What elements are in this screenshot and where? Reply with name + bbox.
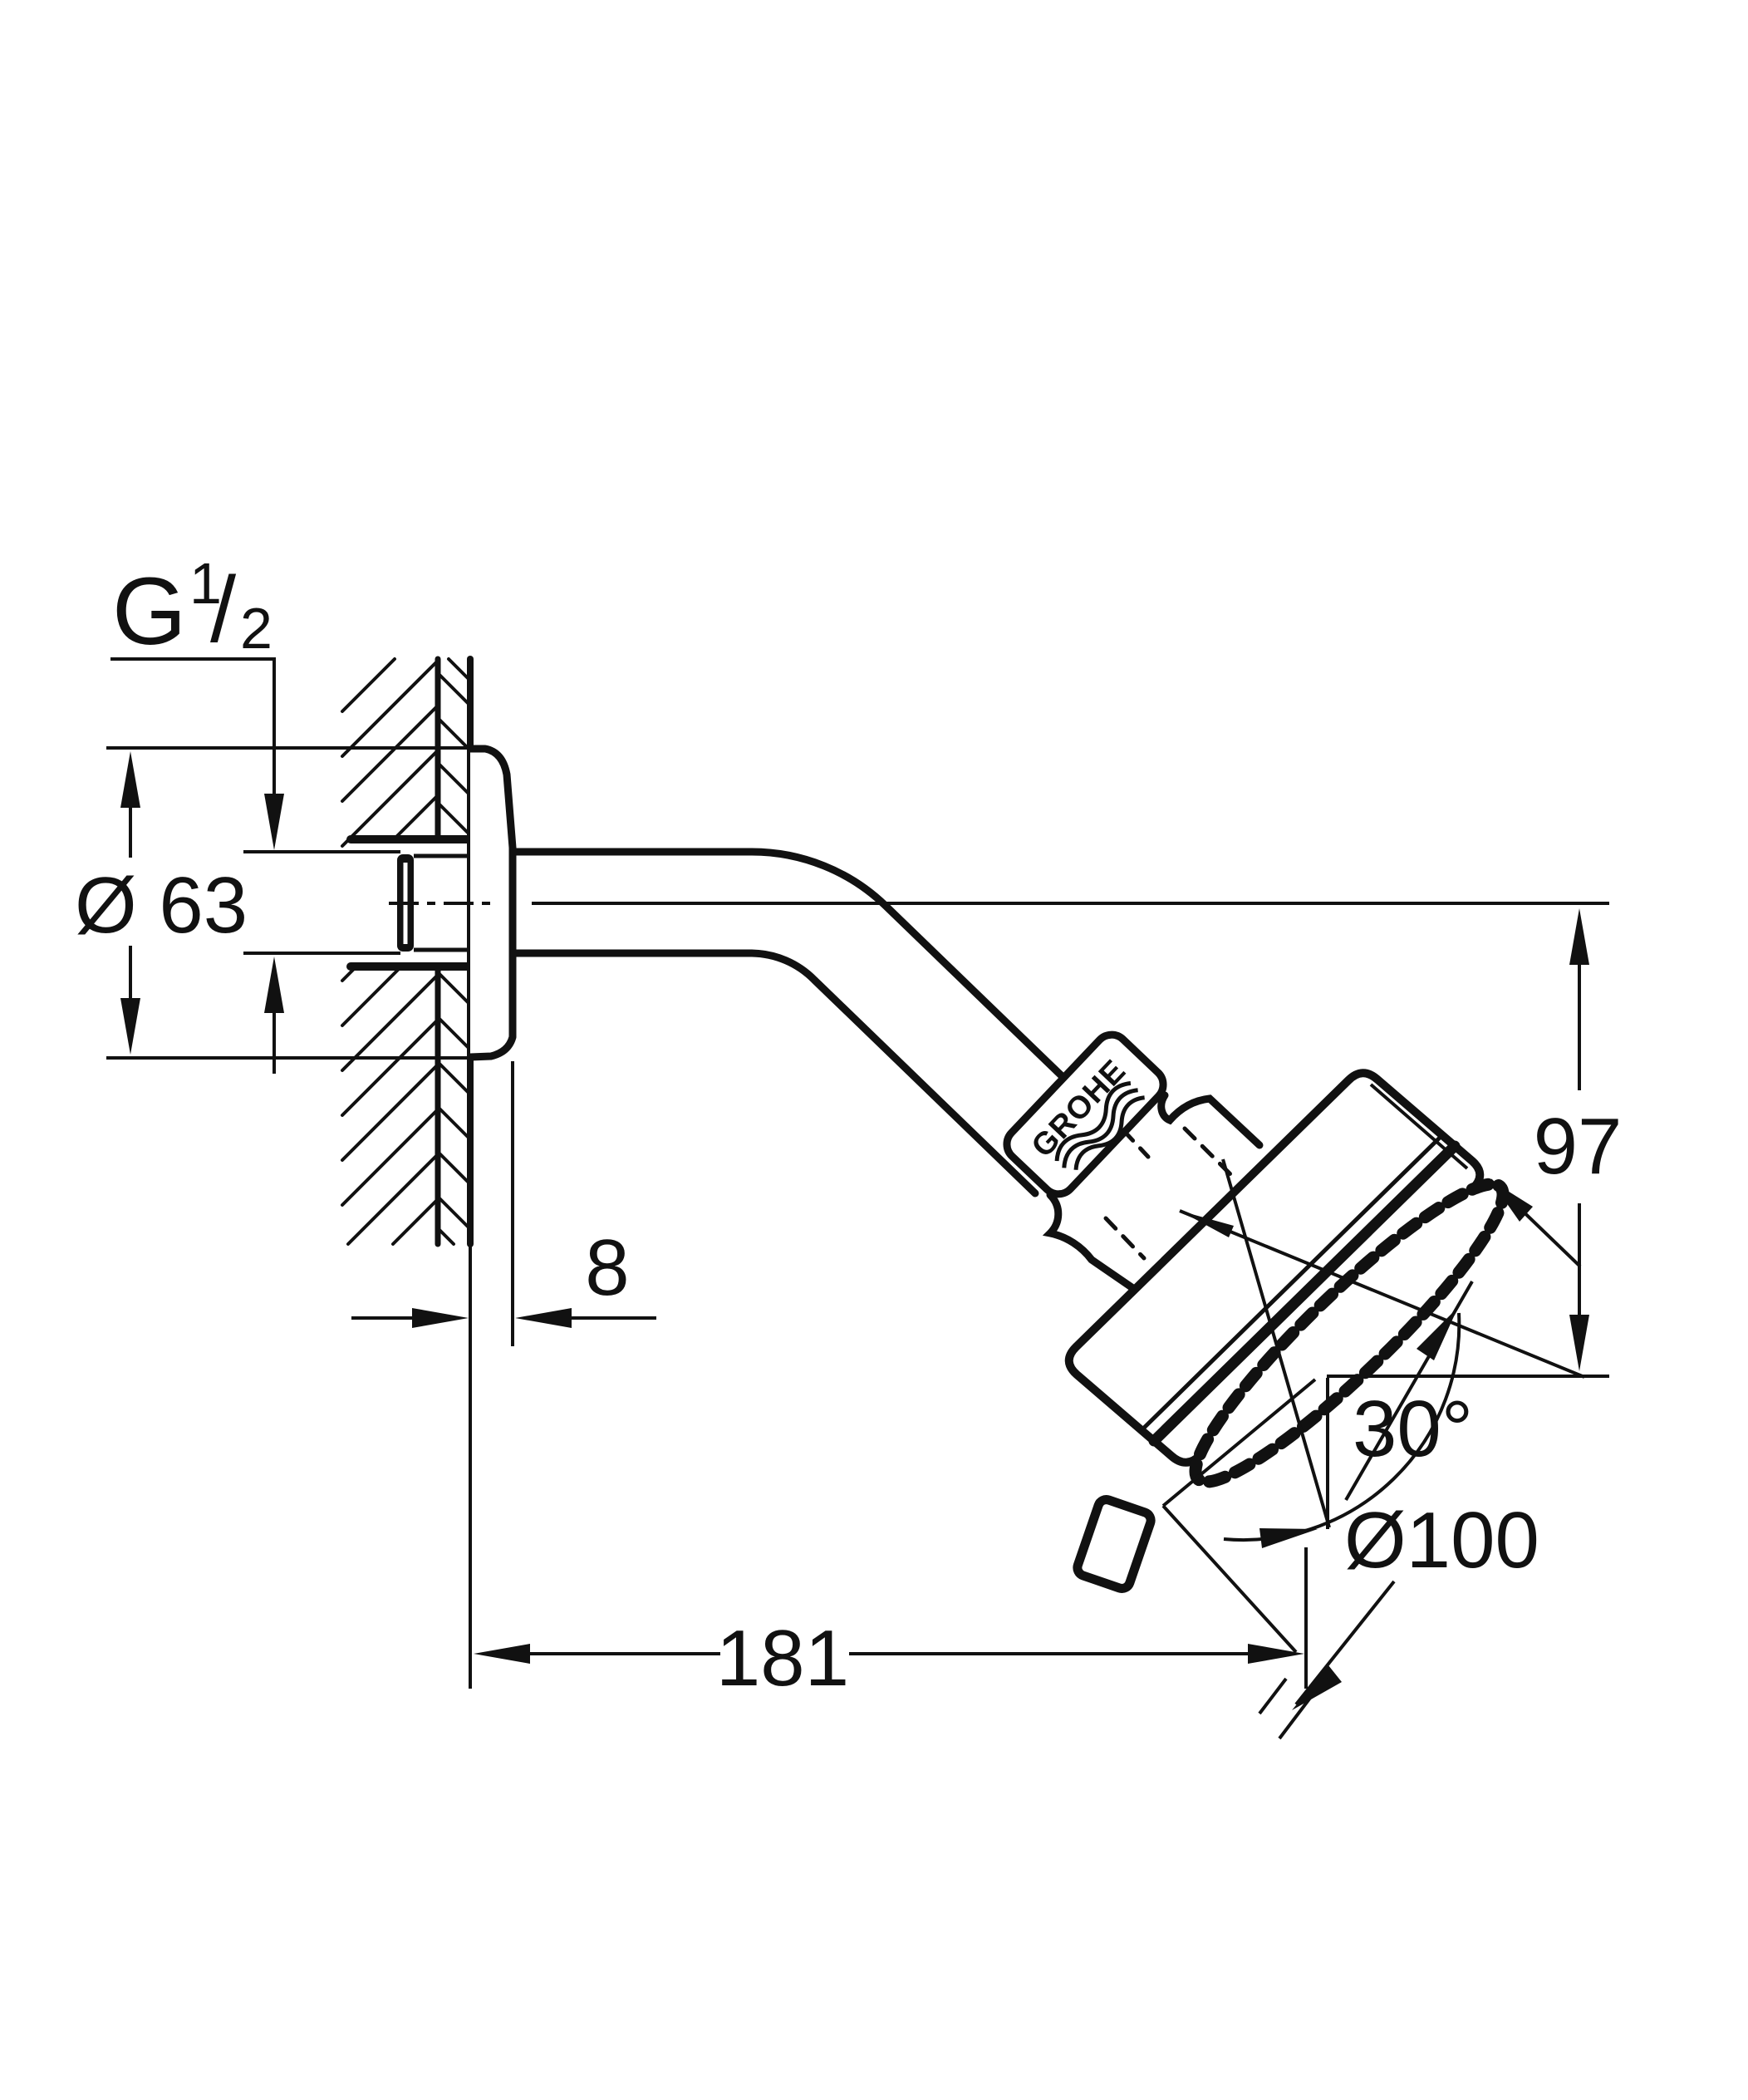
label-height-97: 97	[1534, 1102, 1623, 1191]
pipe-in-wall	[243, 850, 470, 955]
axis-arrowhead	[1180, 1211, 1234, 1237]
cone-left-side	[1042, 1191, 1138, 1293]
arm-bottom-edge	[503, 949, 1039, 1198]
lever-body	[1073, 1495, 1156, 1593]
dia100-tick-1	[1278, 1675, 1328, 1740]
dim-reach-181	[474, 1644, 1304, 1664]
dim181-arrow-left	[474, 1644, 530, 1664]
thread-label-base: G	[112, 558, 186, 665]
grohe-tag: GROHE	[1003, 1030, 1167, 1198]
label-thread-g12: G 1 / 2	[112, 551, 273, 665]
g12-arrow-down	[264, 794, 284, 850]
angle-arrow-2	[1417, 1307, 1458, 1360]
dim8-arrow-left	[515, 1308, 572, 1328]
dia63-arrow-up	[120, 751, 140, 808]
wall-hatching-left	[341, 657, 439, 1246]
shower-head	[1064, 1069, 1510, 1488]
dim97-arrow-down	[1569, 1315, 1589, 1371]
dim181-arrow-right	[1248, 1644, 1304, 1664]
dia100-leader	[1294, 1580, 1396, 1706]
g12-arrow-up	[264, 957, 284, 1013]
wall-hatching-band	[436, 657, 472, 1246]
head-rim	[1148, 1140, 1461, 1447]
dim8-arrow-right	[412, 1308, 469, 1328]
cone-right-side	[1157, 1091, 1264, 1149]
dim-flange-diameter	[106, 746, 489, 1060]
thread-label-sub: 2	[240, 596, 273, 661]
angle-arrow-1	[1259, 1528, 1318, 1548]
dim-height-97	[532, 902, 1609, 1378]
label-wall-offset: 8	[585, 1223, 629, 1312]
label-head-diameter: Ø100	[1344, 1496, 1539, 1585]
label-spray-angle: 30°	[1353, 1384, 1473, 1473]
thread-label-sup: 1	[189, 551, 222, 616]
head-rim-bevel	[1140, 1134, 1444, 1432]
tag-body	[1003, 1030, 1167, 1198]
dia100-tick-2	[1258, 1677, 1288, 1715]
construction-lines	[1161, 1158, 1585, 1654]
escutcheon-flange	[469, 745, 517, 1061]
shower-arm	[503, 848, 1109, 1198]
face-plane-ext	[1161, 1378, 1317, 1507]
dim-head-diameter	[1258, 1547, 1396, 1740]
axis-line-steep	[1221, 1158, 1331, 1528]
head-body	[1064, 1069, 1485, 1467]
arm-top-edge	[503, 848, 1109, 1122]
label-reach-181: 181	[716, 1614, 849, 1703]
dia63-arrow-down	[120, 998, 140, 1055]
spray-mode-lever	[1073, 1495, 1156, 1593]
label-flange-diameter: Ø 63	[75, 861, 248, 950]
dim-spray-angle	[1223, 1280, 1474, 1548]
thread-label-slash: /	[210, 558, 237, 661]
dim-wall-offset	[351, 1061, 656, 1689]
dim97-arrow-up	[1569, 908, 1589, 965]
face-normal-ext	[1161, 1504, 1298, 1654]
g12-leader	[110, 657, 276, 794]
grohe-logo-waves	[1054, 1081, 1146, 1171]
dia100-upper-arrow	[1490, 1180, 1533, 1222]
